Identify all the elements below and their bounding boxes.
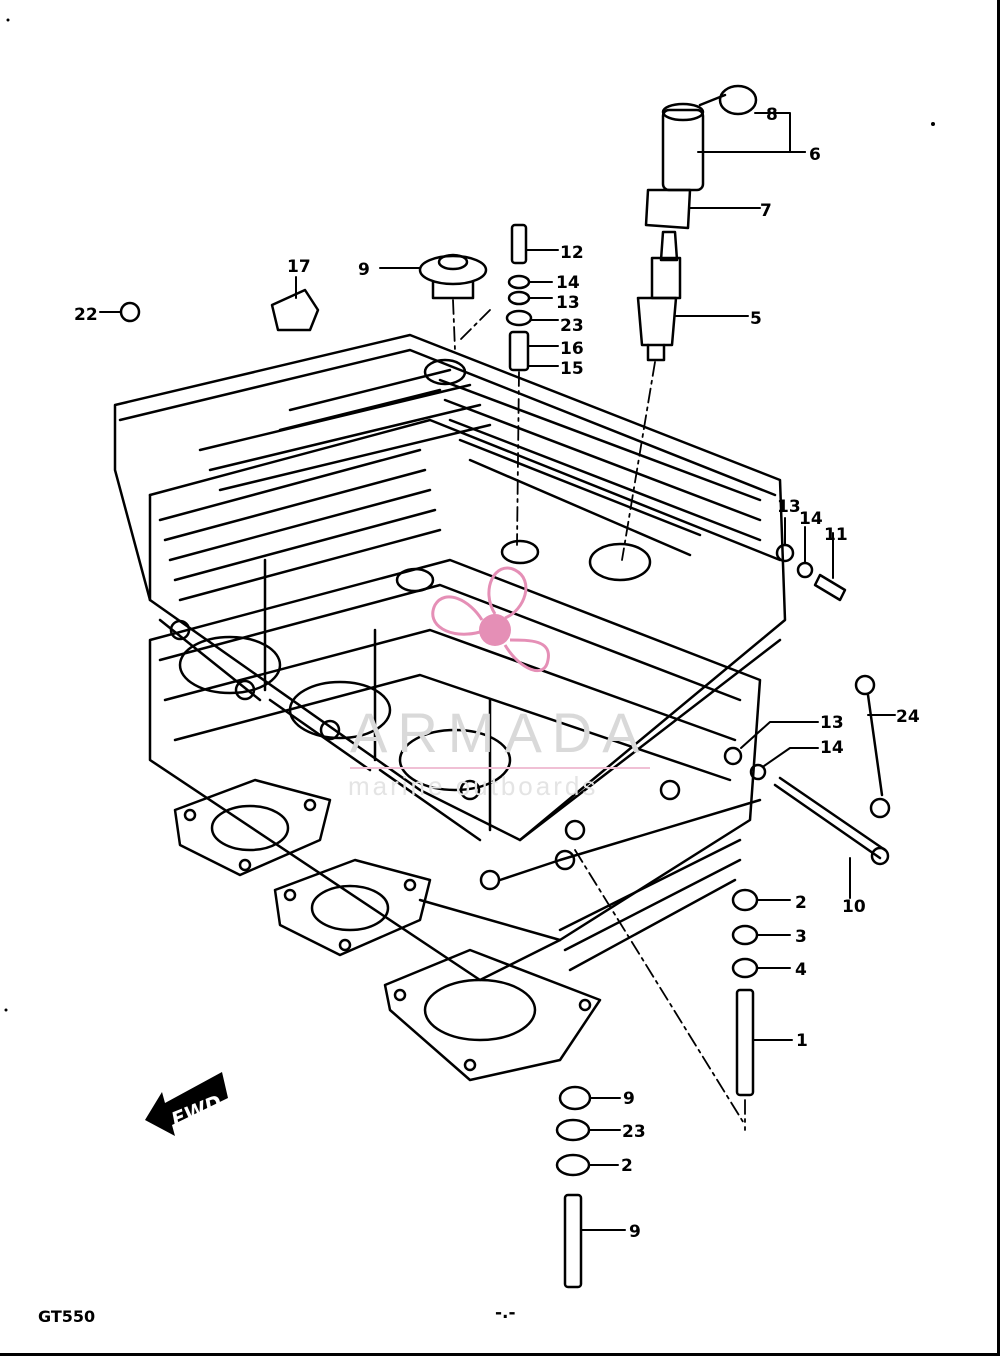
- stud-9-assembly: [555, 1085, 592, 1289]
- callout-13b: 13: [777, 497, 801, 517]
- callout-8: 8: [766, 105, 778, 125]
- watermark-tagline: marine outboards: [348, 771, 598, 801]
- callout-24: 24: [896, 707, 920, 727]
- callout-14c: 14: [820, 738, 844, 758]
- callout-22: 22: [74, 305, 98, 325]
- callout-1: 1: [796, 1031, 808, 1051]
- callout-12: 12: [560, 243, 584, 263]
- page-mark: -.-: [495, 1303, 516, 1323]
- cylinder-head-lower: [148, 558, 762, 982]
- callout-23b: 23: [622, 1122, 646, 1142]
- head-gasket: [173, 778, 602, 1082]
- bolt-stack-12-16: [505, 223, 533, 372]
- stud-1-assembly: [731, 888, 759, 1097]
- callout-9c: 9: [629, 1222, 641, 1242]
- leader-lines: [99, 112, 896, 1231]
- callout-5: 5: [750, 309, 762, 329]
- callout-9: 9: [358, 260, 370, 280]
- assembly-lines: [452, 299, 746, 1131]
- callout-10: 10: [842, 897, 866, 917]
- bolt-11-stack: [775, 543, 847, 602]
- watermark: ARMADA marine outboards: [348, 566, 650, 801]
- spark-plug-cap: [644, 84, 758, 230]
- callout-9b: 9: [623, 1089, 635, 1109]
- cylinder-head-upper: [113, 333, 787, 972]
- callout-6: 6: [809, 145, 821, 165]
- plug-part-17: [270, 288, 320, 332]
- ground-lead-24: [854, 674, 891, 819]
- callout-15: 15: [560, 359, 584, 379]
- callout-2b: 2: [621, 1156, 633, 1176]
- scan-specks: [4, 18, 935, 1012]
- callout-7: 7: [760, 201, 772, 221]
- fwd-arrow-icon: FWD: [145, 1072, 228, 1136]
- cap-part-9: [418, 253, 488, 300]
- callout-14: 14: [556, 273, 580, 293]
- callout-2: 2: [795, 893, 807, 913]
- callout-3: 3: [795, 927, 807, 947]
- callout-4: 4: [795, 960, 807, 980]
- spark-plug: [636, 230, 682, 362]
- bolt-10: [723, 746, 890, 866]
- callout-14b: 14: [799, 509, 823, 529]
- propeller-logo-icon: [431, 566, 550, 673]
- callout-17: 17: [287, 257, 311, 277]
- model-label: GT550: [38, 1307, 95, 1326]
- callout-13c: 13: [820, 713, 844, 733]
- callout-23: 23: [560, 316, 584, 336]
- watermark-brand: ARMADA: [350, 701, 650, 764]
- callout-labels: 8 6 7 12 14 13 23 16 15 5 9 17 22 13 14 …: [74, 105, 920, 1242]
- callout-11: 11: [824, 525, 848, 545]
- callout-13: 13: [556, 293, 580, 313]
- callout-16: 16: [560, 339, 584, 359]
- washer-part-22: [119, 301, 141, 323]
